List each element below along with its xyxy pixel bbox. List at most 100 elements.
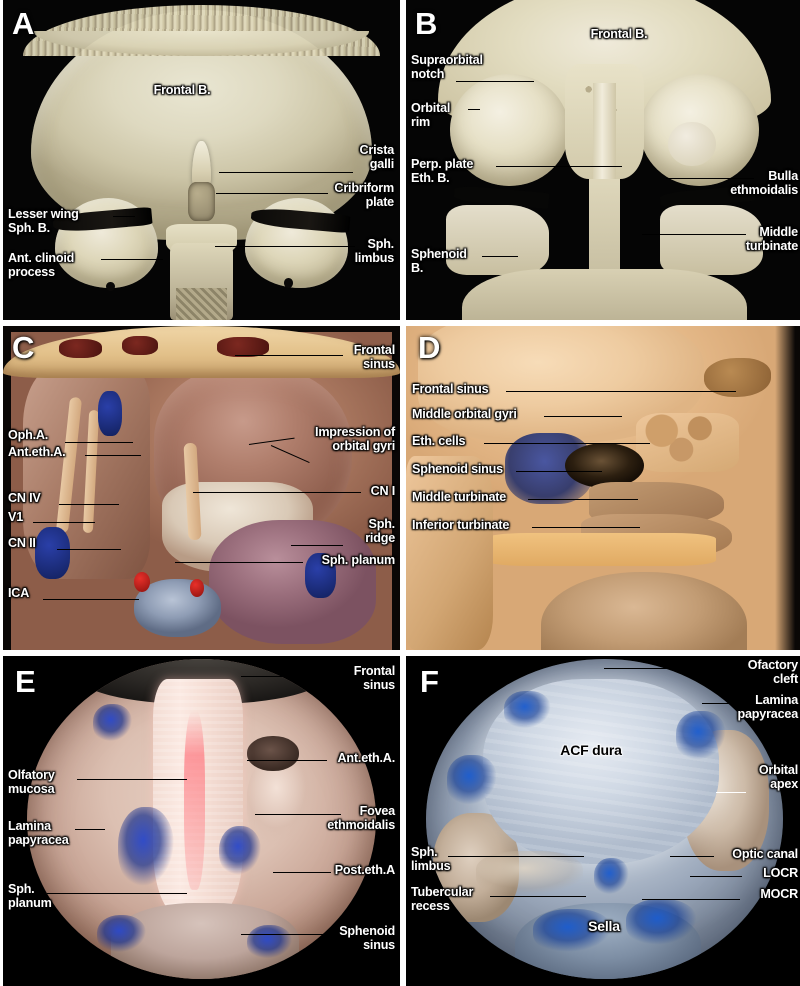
panel-a[interactable]: A Frontal B. Crista galli Cribriform pla… <box>3 0 400 320</box>
label-impression-of-orbital-gyri: Impression of orbital gyri <box>315 425 395 453</box>
label-anterior-clinoid-process: Ant. clinoid process <box>8 251 75 279</box>
panel-e-photograph <box>3 656 400 986</box>
label-inferior-turbinate: Inferior turbinate <box>412 518 510 532</box>
leader-frontal-sinus <box>506 391 736 393</box>
leader-ophthalmic-division-v1 <box>33 522 95 524</box>
leader-cranial-nerve-two <box>57 549 121 551</box>
label-ethmoid-cells: Eth. cells <box>412 434 466 448</box>
leader-sphenoid-ridge <box>291 545 343 547</box>
label-frontal-bone: Frontal B. <box>590 27 648 41</box>
leader-middle-turbinate <box>528 499 638 501</box>
label-sphenoid-ridge: Sph. ridge <box>365 517 395 545</box>
panel-d[interactable]: D Frontal sinus Middle orbital gyri Eth.… <box>406 326 800 650</box>
label-perpendicular-plate-ethmoid-bone: Perp. plate Eth. B. <box>411 157 474 185</box>
label-lateral-opticocarotid-recess: LOCR <box>763 866 798 880</box>
label-sphenoid-sinus: Sphenoid sinus <box>412 462 503 476</box>
panel-letter-c: C <box>12 330 35 365</box>
leader-bulla-ethmoidalis <box>666 178 754 180</box>
label-lamina-papyracea: Lamina papyracea <box>737 693 798 721</box>
leader-lamina-papyracea <box>75 829 105 831</box>
panel-f[interactable]: F Ofactory cleft Lamina papyracea Orbita… <box>406 656 800 986</box>
leader-internal-carotid-artery <box>43 599 139 601</box>
leader-sphenoid-sinus <box>516 471 602 473</box>
label-medial-opticocarotid-recess: MOCR <box>760 887 798 901</box>
panel-d-photograph <box>406 326 800 650</box>
leader-anterior-clinoid-process <box>101 259 163 261</box>
label-frontal-sinus: Frontal sinus <box>353 343 395 371</box>
panel-letter-b: B <box>415 6 438 41</box>
leader-inferior-turbinate <box>532 527 640 529</box>
label-lesser-wing-sphenoid-bone: Lesser wing Sph. B. <box>8 207 79 235</box>
leader-lamina-papyracea <box>702 703 738 705</box>
leader-olfactory-mucosa <box>77 779 187 781</box>
label-frontal-sinus: Frontal sinus <box>353 664 395 692</box>
label-olfactory-mucosa: Olfatory mucosa <box>8 768 55 796</box>
leader-orbital-rim <box>468 109 480 111</box>
leader-orbital-apex <box>716 792 746 794</box>
label-sella: Sella <box>588 918 620 934</box>
leader-crista-galli <box>219 172 353 174</box>
panel-c[interactable]: C Frontal sinus Impression of orbital gy… <box>3 326 400 650</box>
label-sphenoid-limbus: Sph. limbus <box>411 845 451 873</box>
label-cranial-nerve-one: CN I <box>370 484 396 498</box>
leader-ophthalmic-artery <box>65 442 133 444</box>
label-cranial-nerve-two: CN II <box>8 536 36 550</box>
label-bulla-ethmoidalis: Bulla ethmoidalis <box>730 169 798 197</box>
leader-cranial-nerve-one <box>193 492 361 494</box>
leader-sphenoid-limbus <box>215 246 355 248</box>
label-cribriform-plate: Cribriform plate <box>334 181 394 209</box>
panel-a-photograph <box>3 0 400 320</box>
leader-sphenoid-bone <box>482 256 518 258</box>
leader-ethmoid-cells <box>484 443 650 445</box>
label-middle-orbital-gyri: Middle orbital gyri <box>412 407 517 421</box>
panel-c-photograph <box>3 326 400 650</box>
panel-e[interactable]: E Frontal sinus Ant.eth.A. Fovea ethmoid… <box>3 656 400 986</box>
label-middle-turbinate: Middle turbinate <box>412 490 507 504</box>
leader-cranial-nerve-four <box>59 504 119 506</box>
label-anterior-ethmoidal-artery: Ant.eth.A. <box>8 445 66 459</box>
panel-f-photograph <box>406 656 800 986</box>
leader-frontal-sinus <box>235 355 343 357</box>
leader-sphenoid-planum <box>47 893 187 895</box>
label-olfactory-cleft: Ofactory cleft <box>747 658 798 686</box>
leader-sphenoid-limbus <box>448 856 584 858</box>
label-cranial-nerve-four: CN IV <box>8 491 41 505</box>
panel-letter-a: A <box>12 6 35 41</box>
label-sphenoid-limbus: Sph. limbus <box>354 237 395 265</box>
label-internal-carotid-artery: ICA <box>8 586 30 600</box>
label-orbital-apex: Orbital apex <box>758 763 798 791</box>
leader-posterior-ethmoidal-artery <box>273 872 331 874</box>
label-acf-dura: ACF dura <box>560 742 622 758</box>
label-lamina-papyracea: Lamina papyracea <box>8 819 69 847</box>
label-frontal-bone: Frontal B. <box>153 83 211 97</box>
label-sphenoid-bone: Sphenoid B. <box>411 247 467 275</box>
label-anterior-ethmoidal-artery: Ant.eth.A. <box>337 751 396 765</box>
panel-b[interactable]: B Frontal B. Supraorbital notch Orbital … <box>406 0 800 320</box>
label-orbital-rim: Orbital rim <box>411 101 451 129</box>
leader-lesser-wing-sphenoid-bone <box>113 216 135 218</box>
leader-perpendicular-plate-ethmoid-bone <box>496 166 622 168</box>
label-frontal-sinus: Frontal sinus <box>412 382 489 396</box>
label-sphenoid-planum: Sph. planum <box>8 882 52 910</box>
leader-tubercular-recess <box>490 896 586 898</box>
leader-middle-turbinate <box>642 234 746 236</box>
leader-cribriform-plate <box>216 193 328 195</box>
label-supraorbital-notch: Supraorbital notch <box>411 53 483 81</box>
leader-medial-opticocarotid-recess <box>642 899 740 901</box>
label-sphenoid-planum: Sph. planum <box>321 553 396 567</box>
panel-letter-e: E <box>15 664 36 699</box>
leader-middle-orbital-gyri <box>544 416 622 418</box>
label-sphenoid-sinus: Sphenoid sinus <box>339 924 395 952</box>
label-fovea-ethmoidalis: Fovea ethmoidalis <box>327 804 395 832</box>
leader-anterior-ethmoidal-artery <box>85 455 141 457</box>
leader-lateral-opticocarotid-recess <box>690 876 742 878</box>
panel-letter-d: D <box>418 330 441 365</box>
label-ophthalmic-division-v1: V1 <box>8 510 24 524</box>
leader-frontal-sinus <box>241 676 327 678</box>
label-posterior-ethmoidal-artery: Post.eth.A <box>334 863 395 877</box>
leader-sphenoid-planum <box>175 562 303 564</box>
label-ophthalmic-artery: Oph.A. <box>8 428 49 442</box>
leader-supraorbital-notch <box>456 81 534 83</box>
leader-optic-canal <box>670 856 714 858</box>
panel-letter-f: F <box>420 664 439 699</box>
